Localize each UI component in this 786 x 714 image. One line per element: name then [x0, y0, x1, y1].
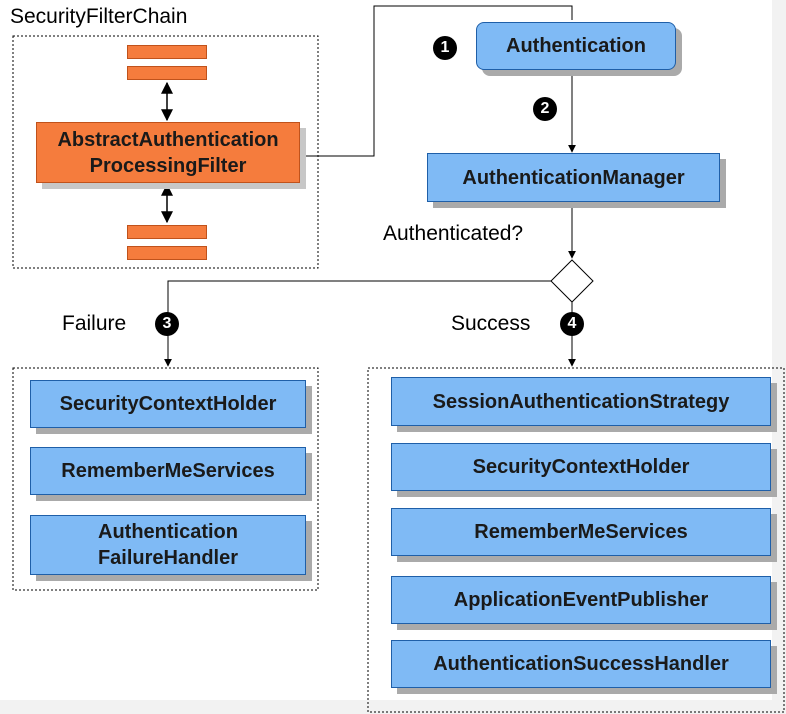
failure-handler-line2: FailureHandler: [97, 547, 239, 569]
decision-to-failure-arrow: [164, 280, 551, 367]
step-2-badge: 2: [533, 97, 557, 121]
decision-label: Authenticated?: [383, 222, 524, 245]
failure-group: [12, 367, 319, 591]
step-4-badge: 4: [560, 312, 584, 336]
failure-item-label: RememberMeServices: [61, 460, 275, 482]
success-security-context-holder: SecurityContextHolder: [391, 443, 771, 491]
abstract-authentication-processing-filter: AbstractAuthentication ProcessingFilter: [36, 122, 300, 183]
filter-bar-top-2: [127, 66, 207, 80]
success-item-label: RememberMeServices: [474, 521, 688, 543]
success-item-label: AuthenticationSuccessHandler: [433, 653, 729, 675]
authentication-manager-label: AuthenticationManager: [462, 166, 685, 189]
step-3-badge: 3: [155, 312, 179, 336]
success-item-label: ApplicationEventPublisher: [453, 589, 709, 611]
success-remember-me-services: RememberMeServices: [391, 508, 771, 556]
failure-label: Failure: [62, 312, 127, 335]
authentication-box: Authentication: [476, 22, 676, 70]
filter-bar-top-1: [127, 45, 207, 59]
failure-item-label: SecurityContextHolder: [59, 393, 277, 415]
filter-bar-bottom-1: [127, 225, 207, 239]
success-group: [367, 367, 785, 713]
authentication-manager-box: AuthenticationManager: [427, 153, 720, 202]
authentication-label: Authentication: [506, 35, 646, 57]
authentication-success-handler: AuthenticationSuccessHandler: [391, 640, 771, 688]
filter-bar-bottom-2: [127, 246, 207, 260]
success-label: Success: [451, 312, 531, 335]
application-event-publisher: ApplicationEventPublisher: [391, 576, 771, 624]
security-filter-chain-title: SecurityFilterChain: [10, 5, 188, 28]
filter-label-line2: ProcessingFilter: [89, 154, 247, 177]
failure-handler-line1: Authentication: [98, 521, 238, 543]
failure-remember-me-services: RememberMeServices: [30, 447, 306, 495]
step-1-badge: 1: [433, 36, 457, 60]
session-authentication-strategy: SessionAuthenticationStrategy: [391, 377, 771, 426]
authentication-failure-handler: Authentication FailureHandler: [30, 515, 306, 575]
filter-chain-group: [12, 35, 319, 269]
decision-diamond: [550, 259, 594, 303]
filter-to-authentication-line: [300, 5, 573, 157]
success-item-label: SessionAuthenticationStrategy: [432, 390, 730, 413]
filter-label-line1: AbstractAuthentication: [57, 128, 279, 151]
success-item-label: SecurityContextHolder: [472, 456, 690, 478]
failure-security-context-holder: SecurityContextHolder: [30, 380, 306, 428]
